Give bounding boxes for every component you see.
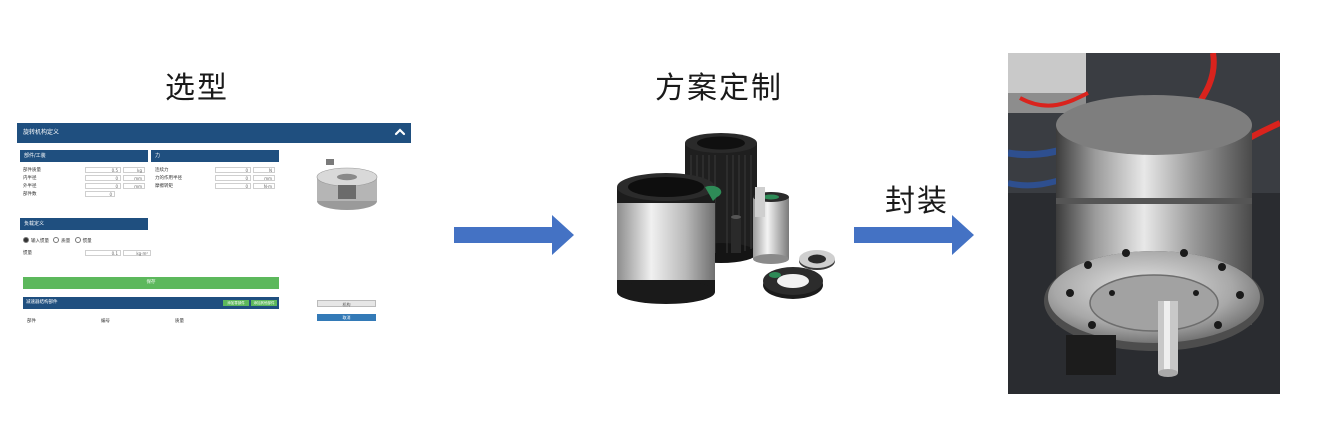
value-field[interactable]: 0.5: [85, 167, 121, 173]
component-row: 外半径 0 mm: [23, 183, 148, 191]
caption-customize: 方案定制: [655, 71, 783, 106]
table-header-bar: 减速器结构部件 添加零部件 添加其他部件: [23, 297, 279, 309]
section-component: 部件/工装: [20, 150, 148, 162]
unit-select[interactable]: mm: [123, 175, 145, 181]
value-field[interactable]: 0: [215, 167, 251, 173]
section-load: 负载定义: [20, 218, 148, 230]
section-force: 力: [151, 150, 279, 162]
add-other-button[interactable]: 添加其他部件: [251, 300, 277, 306]
selector-ui-screenshot: 旋转机构定义 部件/工装 力 部件质量 0.5 kg 内半径 0 mm 外半径 …: [17, 123, 411, 335]
unit-select[interactable]: mm: [253, 175, 275, 181]
radio-inertia[interactable]: 惯量: [74, 237, 92, 244]
caption-package: 封装: [885, 184, 949, 219]
add-component-button[interactable]: 添加零部件: [223, 300, 249, 306]
column-header: 部件: [27, 319, 36, 324]
force-row: 力的作用半径 0 mm: [155, 175, 280, 183]
unit-select[interactable]: mm: [123, 183, 145, 189]
component-row: 内半径 0 mm: [23, 175, 148, 183]
unit-select[interactable]: N·m: [253, 183, 275, 189]
radio-input-inertia[interactable]: 输入惯量: [23, 237, 49, 244]
arrow-right-icon: [454, 215, 574, 255]
packaged-motor-photo: [1008, 53, 1280, 394]
caption-select: 选型: [165, 71, 229, 106]
force-row: 连续力 0 N: [155, 167, 280, 175]
value-field[interactable]: 0: [215, 175, 251, 181]
value-field[interactable]: 0: [85, 175, 121, 181]
component-row: 部件数 0: [23, 191, 148, 199]
value-field[interactable]: 0: [85, 191, 115, 197]
cancel-button[interactable]: 取消: [317, 314, 376, 321]
panel-header: 旋转机构定义: [17, 123, 411, 143]
column-header: 编号: [101, 319, 110, 324]
unit-select[interactable]: kg: [123, 167, 145, 173]
arrow-right-icon: [854, 215, 974, 255]
inertia-row: 惯量 0.1 kg·m²: [23, 250, 153, 258]
component-row: 部件质量 0.5 kg: [23, 167, 148, 175]
value-field[interactable]: 0.1: [85, 250, 121, 256]
value-field[interactable]: 0: [85, 183, 121, 189]
radio-mass[interactable]: 质量: [53, 237, 70, 244]
mechanism-button[interactable]: 机构: [317, 300, 376, 307]
unit-select[interactable]: N: [253, 167, 275, 173]
panel-header-title: 旋转机构定义: [23, 129, 60, 136]
chevron-up-icon[interactable]: [393, 125, 407, 139]
value-field[interactable]: 0: [215, 183, 251, 189]
unit-select[interactable]: kg·m²: [123, 250, 151, 256]
save-button[interactable]: 保存: [23, 277, 279, 289]
motor-product-family-image: [617, 133, 835, 304]
rotor-preview-icon: [316, 159, 378, 210]
force-row: 摩擦转矩 0 N·m: [155, 183, 280, 191]
inertia-mode-radios: 输入惯量 质量 惯量: [23, 237, 92, 245]
column-header: 质量: [175, 319, 184, 324]
